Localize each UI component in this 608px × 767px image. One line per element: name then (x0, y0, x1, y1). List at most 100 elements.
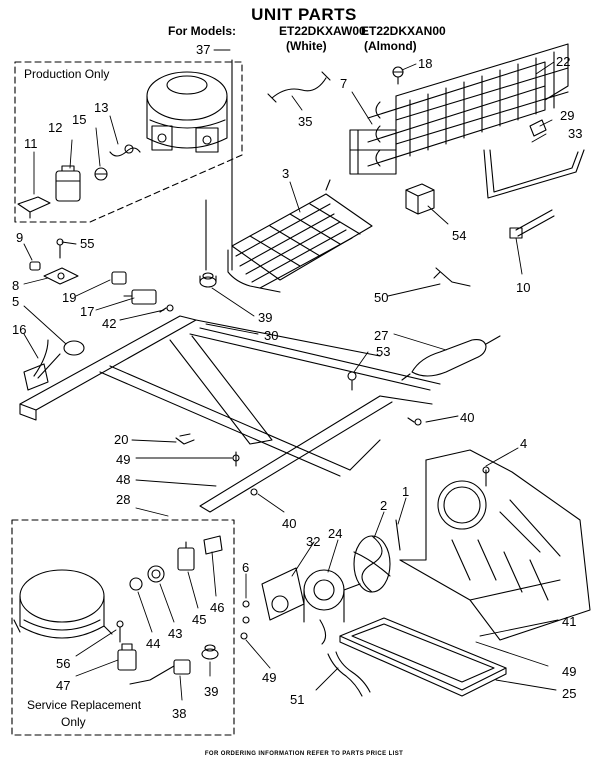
suction-line-drawing (205, 59, 233, 271)
callout-28: 28 (116, 492, 130, 507)
part-47-drawing (117, 643, 137, 671)
callout-45: 45 (192, 612, 206, 627)
callout-22: 22 (556, 54, 570, 69)
drain-pan-25-drawing (339, 617, 507, 697)
probe-10-drawing (509, 209, 555, 239)
callout-1: 1 (402, 484, 409, 499)
harness-35-drawing (267, 71, 331, 103)
callout-25: 25 (562, 686, 576, 701)
clip-29-drawing (529, 119, 547, 137)
callout-13: 13 (94, 100, 108, 115)
callout-2: 2 (380, 498, 387, 513)
evaporator-3-drawing (227, 179, 373, 293)
callout-12: 12 (48, 120, 62, 135)
callout-50: 50 (374, 290, 388, 305)
clip-20-drawing (175, 433, 195, 445)
service-replacement-only-label: Only (61, 715, 86, 729)
block-54-drawing (405, 183, 435, 215)
callout-49-lower: 49 (562, 664, 576, 679)
callout-46: 46 (210, 600, 224, 615)
part-16-drawing (23, 339, 61, 391)
callout-19: 19 (62, 290, 76, 305)
grommet-39-upper-drawing (199, 272, 217, 288)
callout-29: 29 (560, 108, 574, 123)
cap-44-drawing (129, 577, 143, 591)
grommet-39-lower-drawing (201, 644, 219, 660)
model-number-almond: ET22DKXAN00 (361, 24, 446, 38)
callout-49-middle: 49 (262, 670, 276, 685)
condenser-22-drawing (349, 43, 569, 175)
callout-9: 9 (16, 230, 23, 245)
callout-24: 24 (328, 526, 342, 541)
callout-40-lower: 40 (282, 516, 296, 531)
screw-56-drawing (116, 620, 124, 643)
plug-9-drawing (29, 261, 41, 271)
callout-47: 47 (56, 678, 70, 693)
screw-18-drawing (392, 66, 404, 85)
service-replacement-label: Service Replacement (27, 698, 142, 712)
wire-13-drawing (109, 144, 141, 157)
screw-49a-drawing (232, 451, 240, 467)
relay-12-drawing (55, 165, 81, 202)
model-finish-almond: (Almond) (364, 39, 417, 53)
callout-44: 44 (146, 636, 160, 651)
model-number-white: ET22DKXAW00 (279, 24, 366, 38)
page-title: UNIT PARTS (251, 5, 357, 24)
bracket-11-drawing (17, 196, 51, 219)
callout-56: 56 (56, 656, 70, 671)
screw-42-drawing (159, 304, 174, 313)
fan-motor-24-drawing (303, 569, 361, 645)
callout-43: 43 (168, 626, 182, 641)
callout-42: 42 (102, 316, 116, 331)
screw-40b-drawing (250, 488, 258, 496)
relay-45-drawing (177, 541, 195, 571)
compressor-production-drawing (146, 71, 228, 153)
callout-15: 15 (72, 112, 86, 127)
clamp-8-drawing (43, 267, 79, 285)
callout-35: 35 (298, 114, 312, 129)
fan-blade-2-drawing (353, 535, 391, 593)
callout-37: 37 (196, 42, 210, 57)
compressor-service-drawing (13, 569, 113, 639)
screw-40a-drawing (407, 417, 422, 426)
callout-40-upper: 40 (460, 410, 474, 425)
callout-27: 27 (374, 328, 388, 343)
shaft-1-drawing (395, 519, 401, 551)
callout-39-upper: 39 (258, 310, 272, 325)
callout-6: 6 (242, 560, 249, 575)
hose-51-drawing (327, 651, 371, 697)
footer-note: FOR ORDERING INFORMATION REFER TO PARTS … (204, 751, 404, 757)
callout-8: 8 (12, 278, 19, 293)
tube-33-drawing (483, 149, 585, 199)
callout-55: 55 (80, 236, 94, 251)
production-only-box (14, 61, 243, 223)
base-frame-drawing (19, 315, 441, 513)
callout-38: 38 (172, 706, 186, 721)
callout-49-upper: 49 (116, 452, 130, 467)
callout-10: 10 (516, 280, 530, 295)
callout-18: 18 (418, 56, 432, 71)
callout-33: 33 (568, 126, 582, 141)
service-replacement-box (11, 519, 235, 736)
bracket-41-drawing (399, 449, 591, 641)
callout-53: 53 (376, 344, 390, 359)
overload-15-drawing (94, 167, 108, 181)
drier-27-drawing (401, 335, 501, 381)
bracket-32-drawing (261, 567, 305, 621)
part-38-drawing (129, 659, 191, 685)
callout-17: 17 (80, 304, 94, 319)
overload-43-drawing (147, 565, 165, 583)
callout-39-lower: 39 (204, 684, 218, 699)
part-46-drawing (203, 535, 223, 555)
callout-7: 7 (340, 76, 347, 91)
callouts: 37 18 22 7 35 13 12 15 11 29 33 3 54 9 5… (12, 42, 582, 721)
callout-20: 20 (114, 432, 128, 447)
callout-4: 4 (520, 436, 527, 451)
callout-11: 11 (24, 136, 38, 151)
production-only-label: Production Only (24, 67, 110, 81)
callout-32: 32 (306, 534, 320, 549)
part-5-drawing (63, 340, 85, 356)
part-19-drawing (111, 271, 127, 285)
